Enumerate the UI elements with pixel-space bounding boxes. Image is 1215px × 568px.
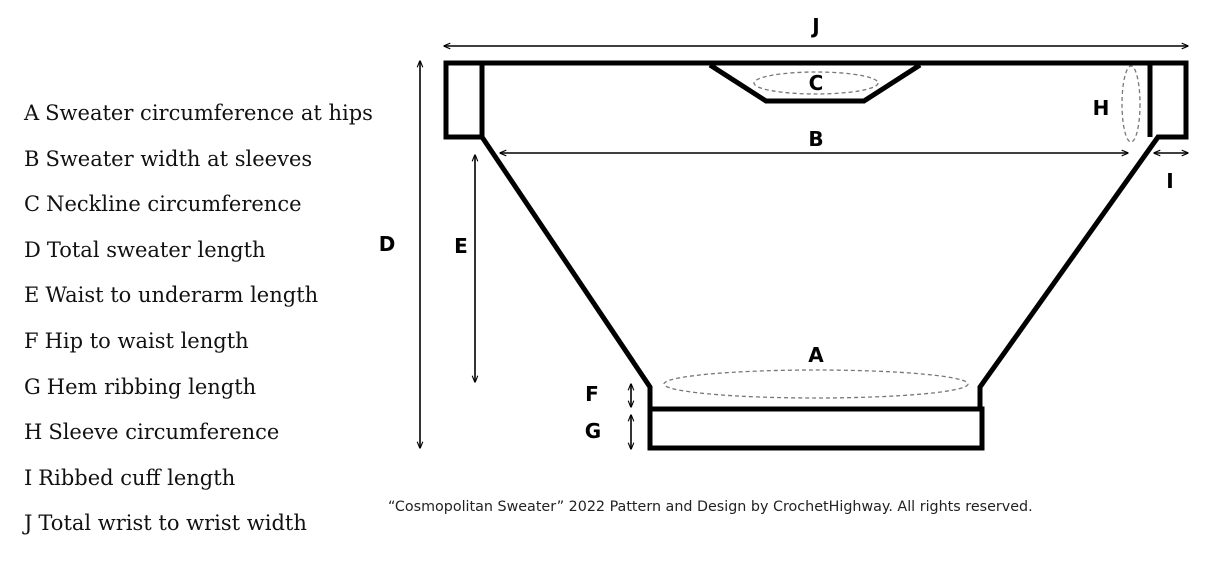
hem-ribbing: [647, 406, 985, 451]
legend-text: Sweater width at sleeves: [45, 146, 313, 171]
legend-text: Neckline circumference: [46, 192, 302, 217]
legend-text: Total wrist to wrist width: [38, 511, 307, 536]
legend-key: C: [24, 192, 41, 217]
legend-key: G: [24, 374, 41, 399]
diagram-label-i: I: [1166, 169, 1173, 193]
legend-key: D: [24, 237, 41, 262]
copyright-credit: “Cosmopolitan Sweater” 2022 Pattern and …: [388, 499, 1033, 515]
legend-key: I: [24, 465, 33, 490]
sleeve-circumference-ellipse: [1121, 65, 1141, 143]
diagram-label-g: G: [585, 419, 601, 443]
legend-text: Sleeve circumference: [48, 420, 280, 445]
neckline-circumference-ellipse: [753, 71, 879, 95]
legend-key: B: [24, 146, 40, 171]
legend-key: F: [24, 328, 39, 353]
diagram-label-c: C: [809, 71, 824, 95]
legend-text: Waist to underarm length: [45, 283, 319, 308]
legend-text: Sweater circumference at hips: [45, 101, 373, 125]
diagram-label-f: F: [585, 382, 599, 406]
legend-key: J: [24, 511, 33, 536]
diagram-label-b: B: [808, 127, 823, 151]
diagram-label-d: D: [379, 232, 396, 256]
diagram-label-a: A: [808, 343, 824, 367]
legend-key: H: [24, 420, 43, 445]
neckline-shape: [708, 62, 922, 104]
hip-circumference-ellipse: [663, 369, 969, 399]
legend-key: E: [24, 283, 40, 308]
diagram-label-j: J: [810, 14, 819, 38]
legend-text: Hem ribbing length: [46, 374, 257, 399]
legend-text: Hip to waist length: [44, 328, 249, 353]
legend-key: A: [24, 101, 40, 125]
legend-text: Total sweater length: [46, 237, 266, 262]
diagram-label-h: H: [1093, 96, 1110, 120]
diagram-label-e: E: [454, 234, 468, 258]
legend-text: Ribbed cuff length: [38, 465, 236, 490]
